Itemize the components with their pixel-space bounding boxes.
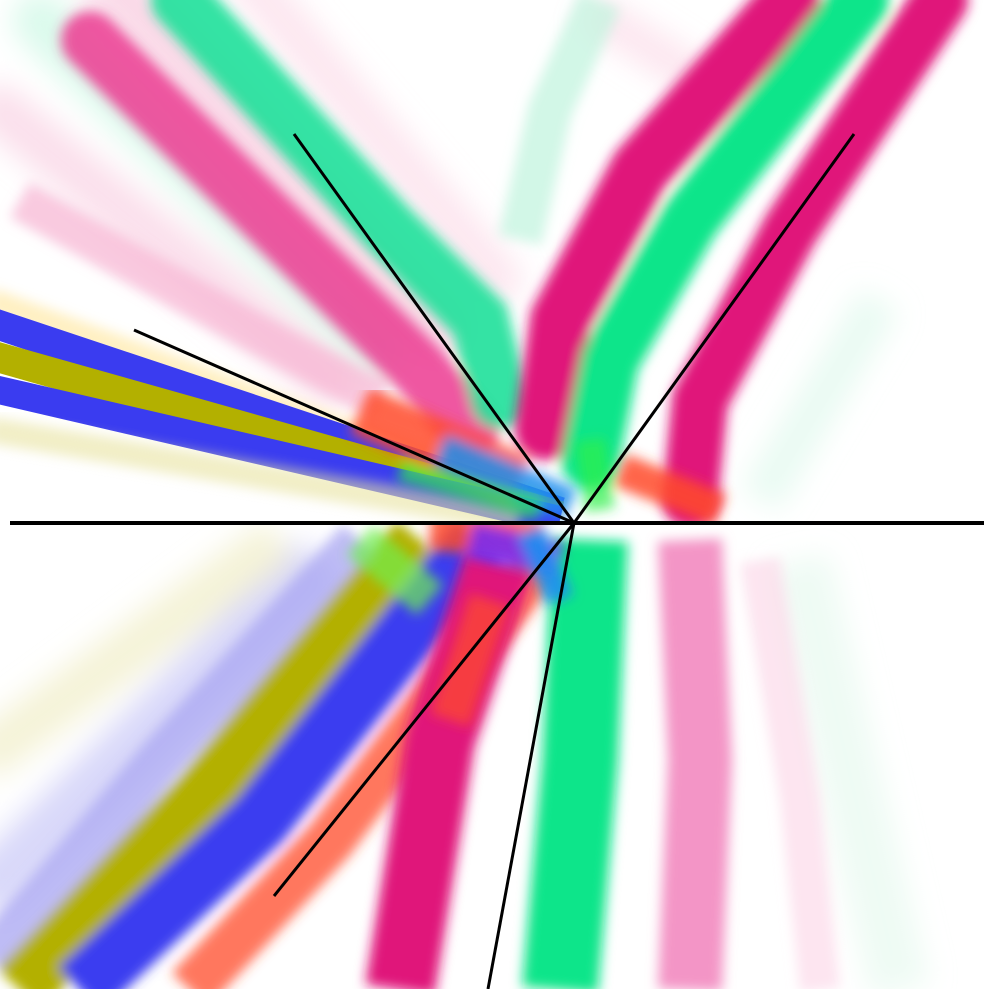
ray-lower-left [272, 522, 576, 897]
ray-lower-steep [486, 522, 576, 989]
interference-zone-upper [349, 387, 727, 524]
ray-lines [10, 133, 984, 989]
ray-upper-left [292, 133, 576, 524]
ray-upper-right [572, 133, 856, 524]
ray-left-shallow [133, 328, 575, 525]
upper-field [0, 0, 968, 524]
reflected-bands-upper-left [10, 0, 529, 459]
bands-upper-right [498, 0, 968, 524]
